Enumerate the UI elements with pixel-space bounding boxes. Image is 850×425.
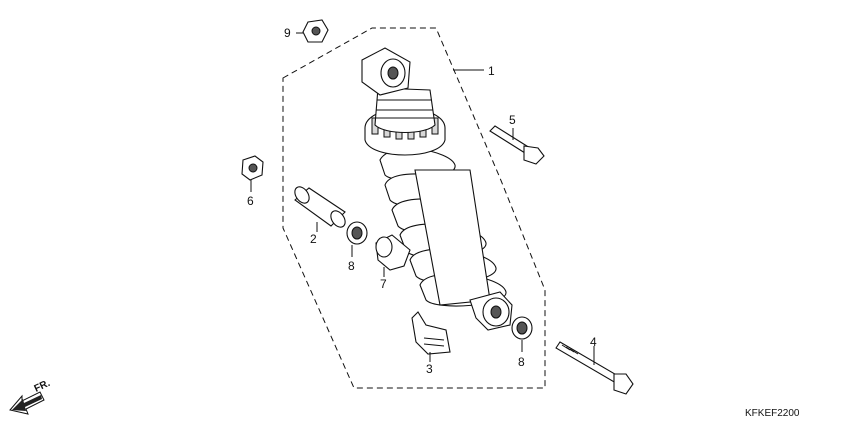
callout-8-upper: 8: [348, 259, 355, 273]
callout-7: 7: [380, 277, 387, 291]
leader-lines: [250, 32, 595, 365]
callout-8-lower: 8: [518, 355, 525, 369]
bolt-part-4: [555, 341, 634, 395]
callout-3: 3: [426, 362, 433, 376]
nut-part-9: [302, 19, 329, 43]
diagram-code: KFKEF2200: [745, 408, 800, 419]
assembly-boundary: [282, 27, 546, 389]
front-direction-arrow: FR.: [9, 378, 52, 415]
callout-4: 4: [590, 335, 597, 349]
front-direction-label: FR.: [33, 378, 52, 395]
callout-5: 5: [509, 113, 516, 127]
bearing-part-7: [375, 234, 411, 271]
dust-seal-part-8-upper: [346, 221, 368, 245]
rear-shock-absorber: [361, 47, 513, 331]
collar-part-2: [294, 186, 346, 228]
bolt-part-5: [489, 125, 545, 165]
callout-1: 1: [488, 64, 495, 78]
callout-6: 6: [247, 194, 254, 208]
nut-part-6: [241, 155, 264, 181]
dust-seal-part-8-lower: [511, 316, 533, 340]
callout-2: 2: [310, 232, 317, 246]
callout-9: 9: [284, 26, 291, 40]
label-part-3: [411, 311, 451, 355]
